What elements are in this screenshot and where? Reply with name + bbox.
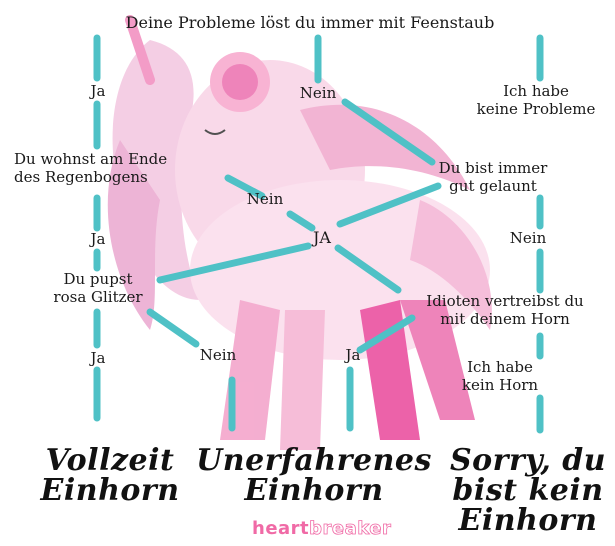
result-vollzeit-einhorn: Vollzeit Einhorn (40, 446, 179, 506)
question-horn: Idioten vertreibst du mit deinem Horn (426, 292, 583, 328)
result-unerfahrenes-line2: Einhorn (196, 476, 432, 506)
statement-kein-horn-line1: Ich habe (462, 358, 538, 376)
question-regenbogen: Du wohnst am Ende des Regenbogens (14, 150, 167, 186)
question-glitzer-line2: rosa Glitzer (53, 288, 142, 306)
result-vollzeit-line2: Einhorn (40, 476, 179, 506)
answer-ja-1: Ja (91, 82, 106, 100)
logo-heart-text: heart (252, 518, 309, 539)
answer-nein-mood: Nein (510, 229, 546, 247)
question-glitzer-line1: Du pupst (53, 270, 142, 288)
statement-keine-probleme-line2: keine Probleme (477, 100, 596, 118)
question-gut-gelaunt: Du bist immer gut gelaunt (439, 159, 548, 195)
answer-nein-top: Nein (300, 84, 336, 102)
question-horn-line2: mit deinem Horn (426, 310, 583, 328)
hub-ja: JA (313, 229, 331, 247)
result-sorry-line1: Sorry, du (450, 446, 606, 476)
statement-kein-horn: Ich habe kein Horn (462, 358, 538, 394)
statement-keine-probleme-line1: Ich habe (477, 82, 596, 100)
heartbreaker-logo: heartbreaker (252, 518, 391, 539)
question-glitzer: Du pupst rosa Glitzer (53, 270, 142, 306)
answer-ja-3: Ja (91, 349, 106, 367)
question-gut-gelaunt-line2: gut gelaunt (439, 177, 548, 195)
question-regenbogen-line2: des Regenbogens (14, 168, 167, 186)
result-sorry-line3: Einhorn (450, 506, 606, 536)
question-horn-line1: Idioten vertreibst du (426, 292, 583, 310)
result-sorry-line2: bist kein (450, 476, 606, 506)
result-unerfahrenes-einhorn: Unerfahrenes Einhorn (196, 446, 432, 506)
answer-ja-2: Ja (91, 230, 106, 248)
result-unerfahrenes-line1: Unerfahrenes (196, 446, 432, 476)
answer-nein-glitter: Nein (200, 346, 236, 364)
question-regenbogen-line1: Du wohnst am Ende (14, 150, 167, 168)
question-gut-gelaunt-line1: Du bist immer (439, 159, 548, 177)
answer-ja-horn: Ja (346, 346, 361, 364)
question-feenstaub: Deine Probleme löst du immer mit Feensta… (126, 14, 495, 32)
statement-kein-horn-line2: kein Horn (462, 376, 538, 394)
answer-nein-rainbow: Nein (247, 190, 283, 208)
logo-breaker-text: breaker (309, 518, 391, 539)
statement-keine-probleme: Ich habe keine Probleme (477, 82, 596, 118)
result-kein-einhorn: Sorry, du bist kein Einhorn (450, 446, 606, 536)
result-vollzeit-line1: Vollzeit (40, 446, 179, 476)
